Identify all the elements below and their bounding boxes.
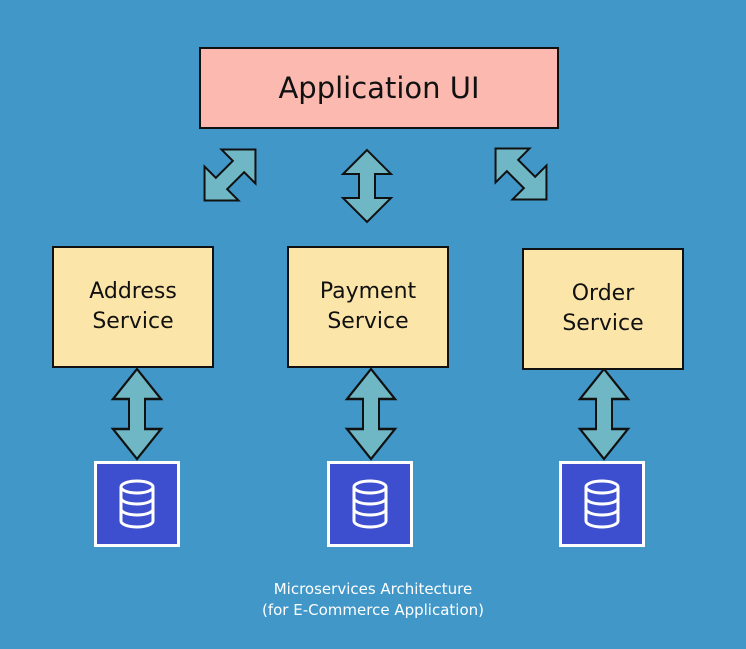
payment-database	[327, 461, 413, 547]
diagram-caption: Microservices Architecture (for E-Commer…	[0, 579, 746, 621]
payment-service-label-line1: Payment	[319, 279, 417, 304]
order-service-label-line2: Service	[562, 311, 644, 336]
caption-line2: (for E-Commerce Application)	[262, 601, 484, 619]
payment-service-box: Payment Service	[287, 246, 449, 368]
address-database	[94, 461, 180, 547]
order-service-label-line1: Order	[571, 281, 635, 306]
arrow-ui-address	[186, 131, 274, 219]
order-service-box: Order Service	[522, 248, 684, 370]
order-database	[559, 461, 645, 547]
arrow-address-db	[111, 367, 163, 461]
arrow-order-db	[578, 367, 630, 461]
arrow-ui-order	[477, 130, 565, 218]
address-service-label-line2: Service	[92, 309, 174, 334]
application-ui-box: Application UI	[199, 47, 559, 129]
caption-line1: Microservices Architecture	[273, 580, 473, 598]
application-ui-label: Application UI	[278, 71, 480, 105]
database-icon	[119, 479, 155, 529]
arrow-ui-payment	[342, 149, 392, 223]
address-service-box: Address Service	[52, 246, 214, 368]
database-icon	[352, 479, 388, 529]
payment-service-label-line2: Service	[327, 309, 409, 334]
arrow-payment-db	[345, 367, 397, 461]
address-service-label-line1: Address	[89, 279, 177, 304]
database-icon	[584, 479, 620, 529]
